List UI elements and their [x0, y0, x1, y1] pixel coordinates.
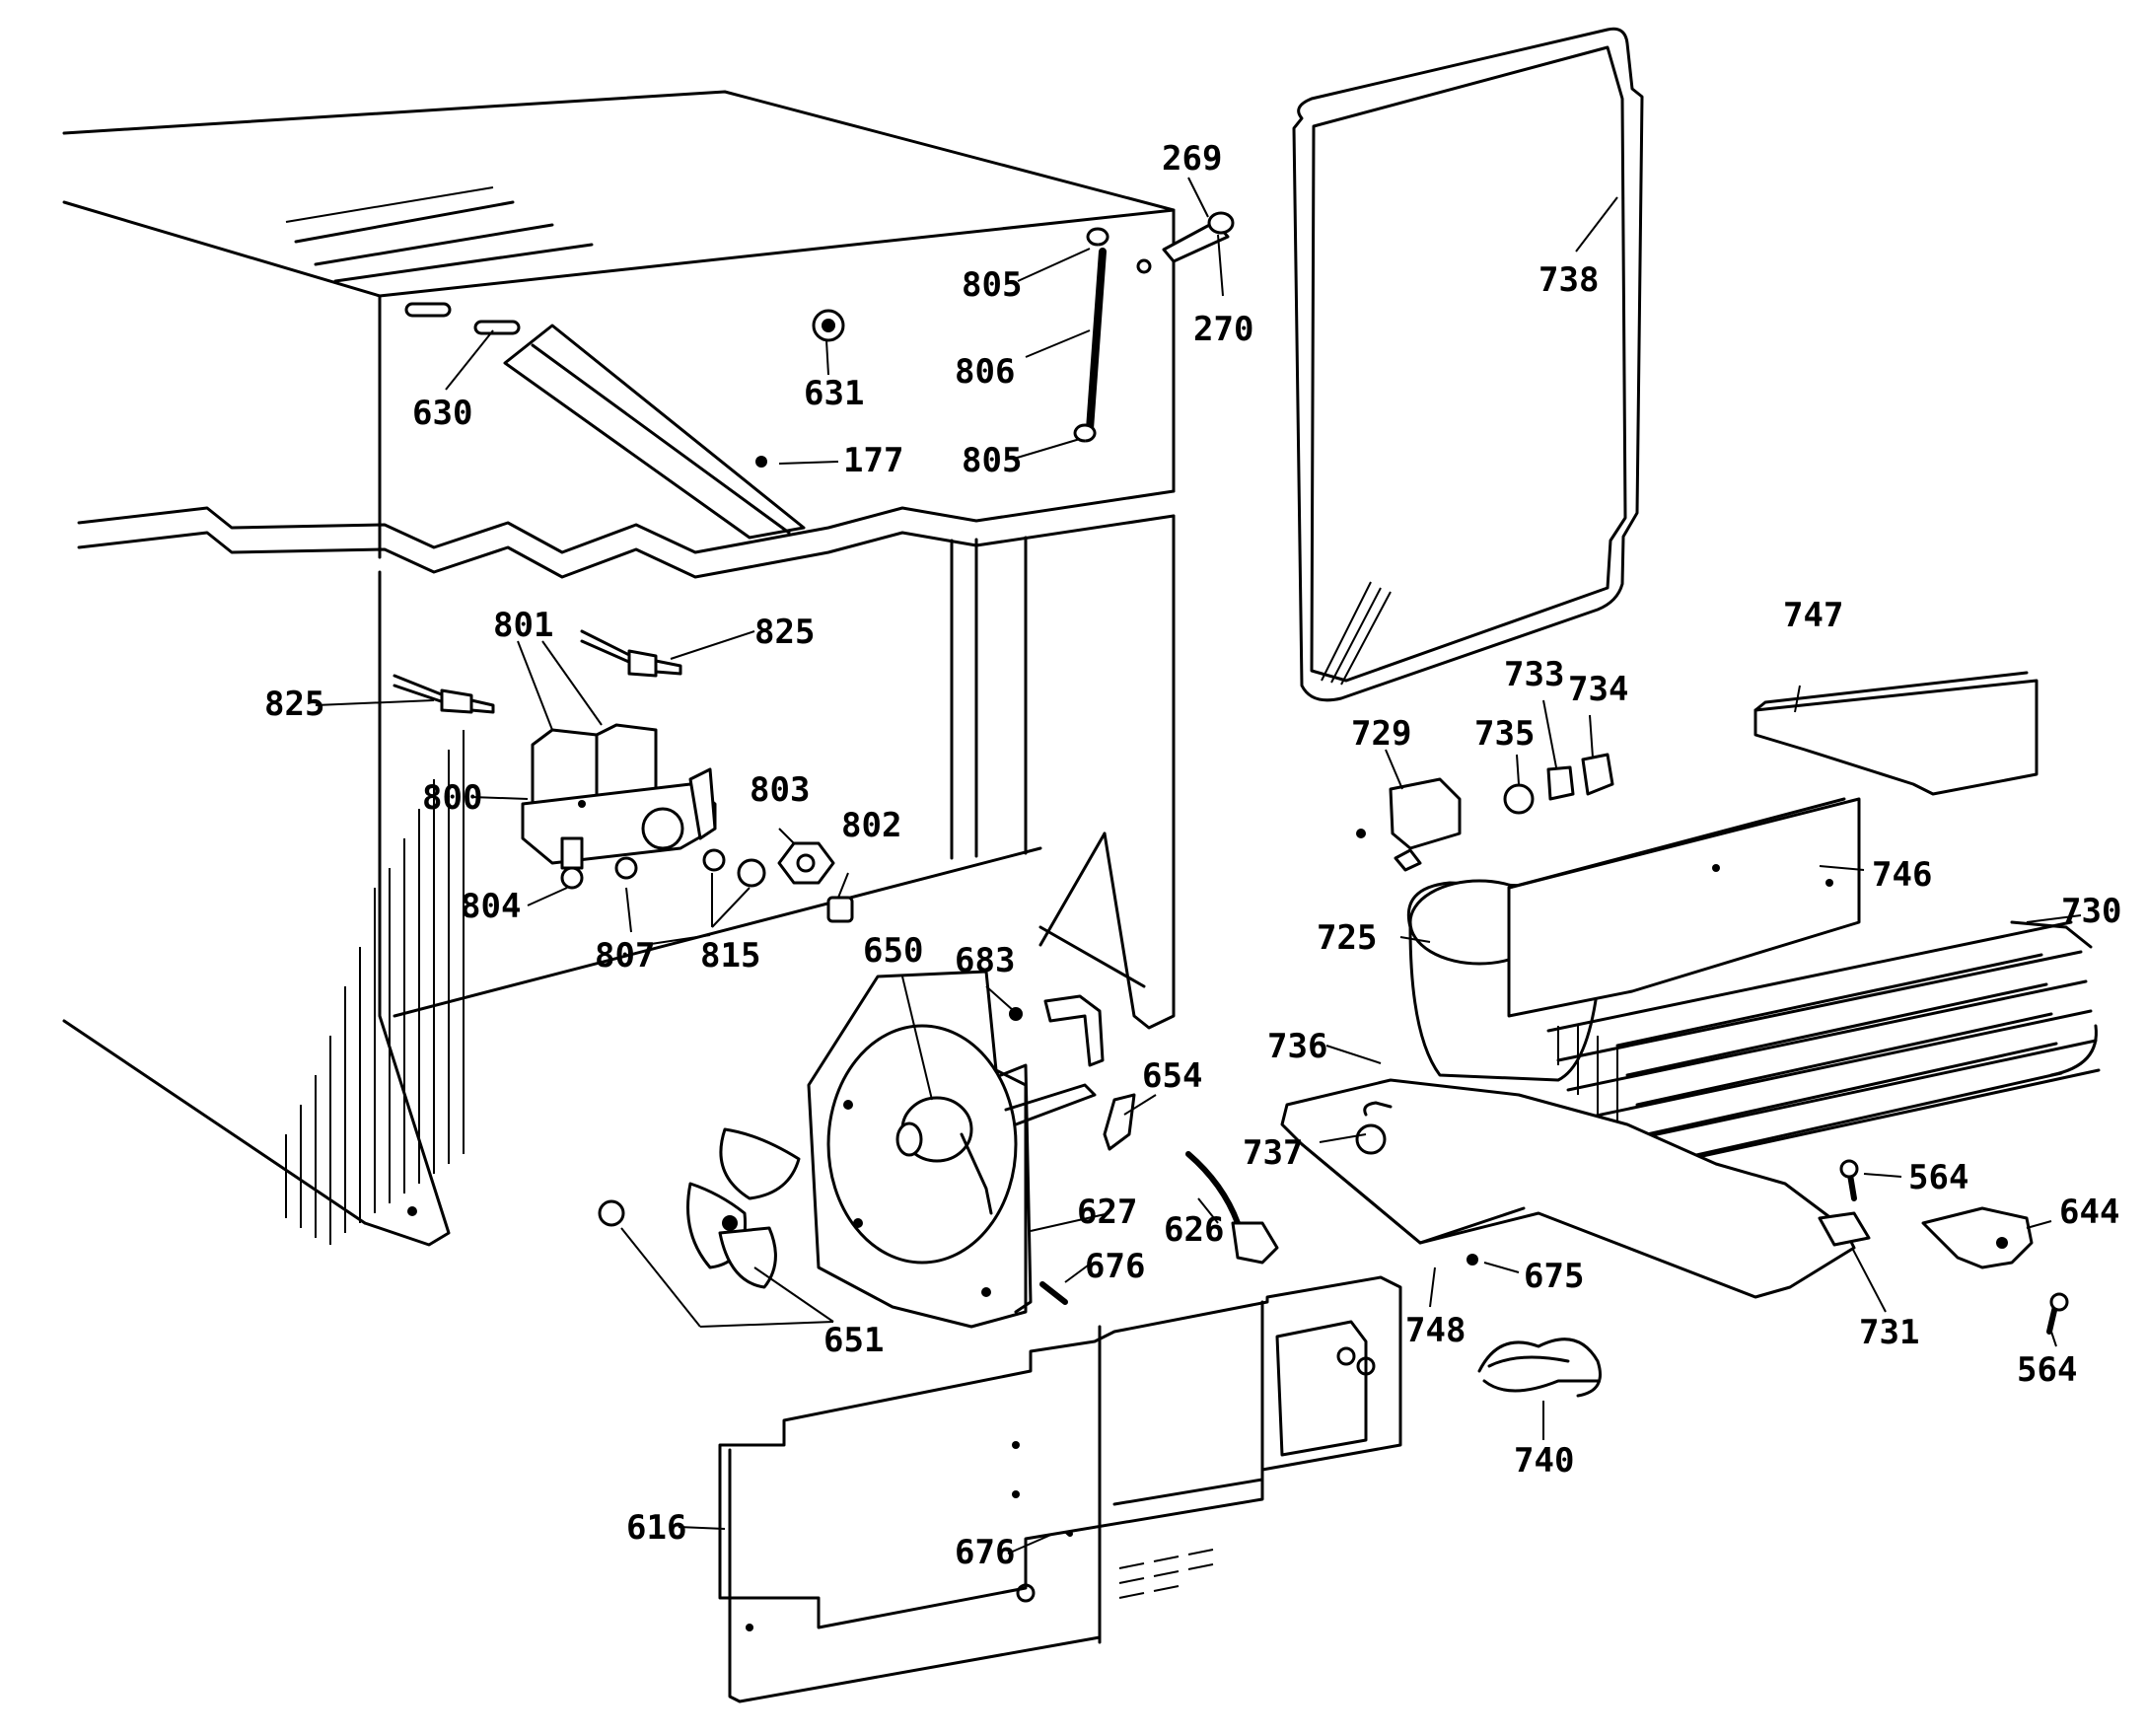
label-733: 733 [1504, 655, 1564, 694]
fan-motor-650 [895, 1096, 993, 1215]
part-733 [1546, 765, 1575, 801]
label-731: 731 [1859, 1313, 1919, 1352]
label-675: 675 [1524, 1257, 1584, 1296]
label-729: 729 [1351, 714, 1411, 754]
label-738: 738 [1538, 260, 1599, 300]
label-825-right: 825 [754, 613, 815, 652]
label-805-bottom: 805 [962, 441, 1022, 480]
label-805-top: 805 [962, 265, 1022, 305]
part-735 [1503, 783, 1535, 815]
label-748: 748 [1405, 1311, 1466, 1350]
bracket-654 [1043, 994, 1105, 1067]
label-683: 683 [955, 941, 1015, 980]
washer-807 [614, 856, 638, 880]
label-804: 804 [461, 887, 521, 926]
label-564-top: 564 [1908, 1158, 1968, 1197]
label-616: 616 [626, 1508, 686, 1548]
grommet-631 [812, 309, 845, 342]
label-631: 631 [804, 374, 864, 413]
panel-746 [1507, 797, 1861, 1018]
label-630: 630 [412, 394, 472, 433]
label-676-bottom: 676 [955, 1533, 1015, 1572]
label-734: 734 [1568, 670, 1628, 709]
fan-blade-651 [686, 1127, 801, 1289]
condenser-730 [1546, 920, 2101, 1184]
label-270: 270 [1193, 310, 1253, 349]
clip-731 [1818, 1211, 1871, 1247]
base-748 [1280, 1078, 1856, 1299]
label-746: 746 [1872, 855, 1932, 895]
label-269: 269 [1162, 139, 1222, 179]
label-725: 725 [1317, 918, 1377, 958]
wire-lead-825-right [580, 629, 682, 678]
label-735: 735 [1474, 714, 1535, 754]
part-734 [1581, 753, 1614, 796]
label-177: 177 [843, 441, 903, 480]
label-626: 626 [1164, 1210, 1224, 1250]
label-825-left: 825 [264, 685, 324, 724]
bracket-644 [1921, 1206, 2034, 1269]
screw-177 [755, 456, 767, 468]
wire-lead-825-left [393, 674, 495, 714]
label-644: 644 [2059, 1193, 2119, 1232]
label-651: 651 [823, 1321, 884, 1360]
label-815: 815 [700, 936, 760, 976]
label-801: 801 [493, 606, 553, 645]
label-676-top: 676 [1085, 1247, 1145, 1286]
label-650: 650 [863, 931, 923, 971]
bracket-747 [1753, 671, 2039, 796]
label-564-bottom: 564 [2017, 1350, 2077, 1390]
nut-804 [560, 866, 584, 890]
washer-815b [737, 858, 766, 888]
label-736: 736 [1267, 1027, 1327, 1066]
cabinet-body [62, 90, 1176, 1247]
nut-803 [777, 841, 835, 885]
part-number-labels: 269 270 738 805 806 805 631 630 177 801 … [264, 139, 2121, 1572]
label-740: 740 [1514, 1441, 1574, 1481]
tube-assembly-806 [1073, 211, 1235, 443]
clip-654 [1103, 1093, 1136, 1151]
leader-lines [315, 177, 2082, 1555]
relay-729 [1356, 777, 1462, 872]
nut-651 [598, 1199, 625, 1227]
label-730: 730 [2061, 892, 2121, 931]
clip-802 [826, 896, 854, 923]
cord-626 [1185, 1151, 1279, 1265]
harness-740 [1477, 1338, 1602, 1398]
label-803: 803 [750, 770, 810, 810]
access-panel-616 [718, 1275, 1402, 1703]
label-737: 737 [1243, 1133, 1303, 1173]
label-806: 806 [955, 352, 1015, 392]
label-802: 802 [841, 806, 901, 845]
gasket-738 [1292, 27, 1644, 702]
washer-815a [702, 848, 726, 872]
label-807: 807 [595, 936, 655, 976]
water-valve-800 [521, 723, 717, 870]
screw-676a [1039, 1281, 1068, 1305]
screw-675 [1466, 1254, 1478, 1266]
label-654: 654 [1142, 1056, 1202, 1096]
label-800: 800 [422, 778, 482, 818]
label-747: 747 [1783, 596, 1843, 635]
label-627: 627 [1077, 1193, 1137, 1232]
